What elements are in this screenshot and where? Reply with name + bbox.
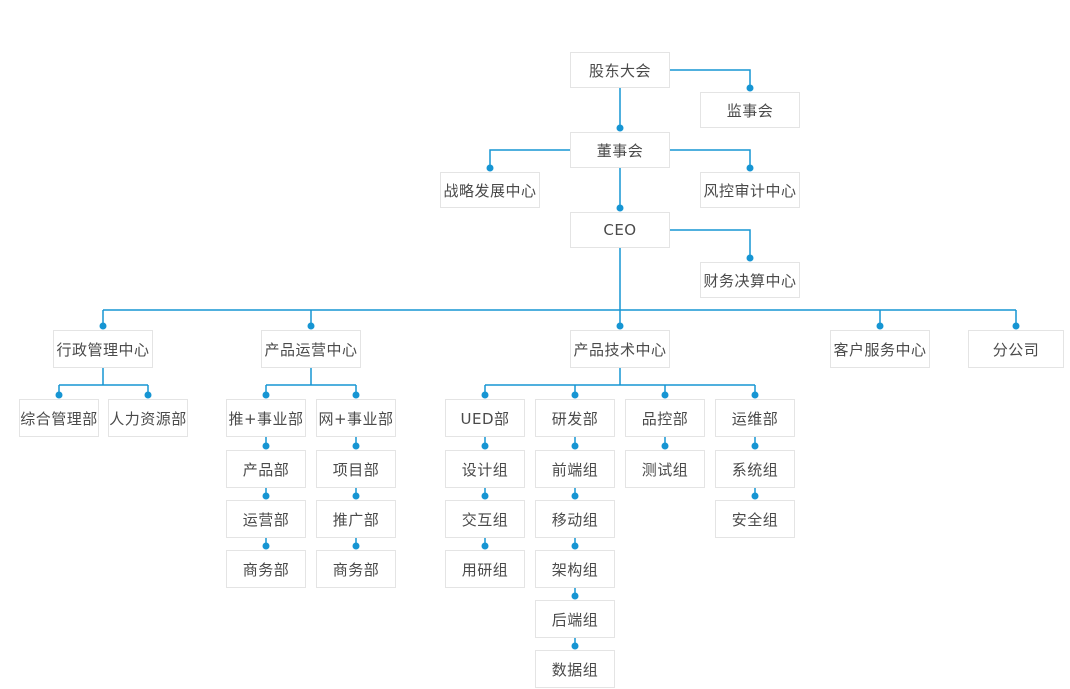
connector-dot — [481, 542, 489, 550]
connector-dot — [352, 492, 360, 500]
connector-line — [489, 149, 570, 168]
org-node-administration-center[interactable]: 行政管理中心 — [53, 330, 153, 368]
org-node-system-group[interactable]: 系统组 — [715, 450, 795, 488]
org-node-frontend-group[interactable]: 前端组 — [535, 450, 615, 488]
connector-dot — [352, 542, 360, 550]
connector-dot — [262, 492, 270, 500]
connector-dot — [751, 442, 759, 450]
org-node-promotion-dept[interactable]: 推广部 — [316, 500, 396, 538]
org-node-ued-dept[interactable]: UED部 — [445, 399, 525, 437]
connector-dot — [746, 84, 754, 92]
connector-dot — [751, 391, 759, 399]
org-node-board-of-directors[interactable]: 董事会 — [570, 132, 670, 168]
org-node-financial-settlement-center[interactable]: 财务决算中心 — [700, 262, 800, 298]
connector-dot — [262, 542, 270, 550]
org-node-mobile-group[interactable]: 移动组 — [535, 500, 615, 538]
connector-dot — [481, 492, 489, 500]
org-node-branch-company[interactable]: 分公司 — [968, 330, 1064, 368]
connector-dot — [571, 642, 579, 650]
org-node-design-group[interactable]: 设计组 — [445, 450, 525, 488]
connector-dot — [616, 322, 624, 330]
connector-dot — [352, 442, 360, 450]
connector-dot — [746, 164, 754, 172]
connector-dot — [486, 164, 494, 172]
org-node-ops-maintenance-dept[interactable]: 运维部 — [715, 399, 795, 437]
connector-dot — [876, 322, 884, 330]
org-node-product-technology-center[interactable]: 产品技术中心 — [570, 330, 670, 368]
org-node-strategy-development-center[interactable]: 战略发展中心 — [440, 172, 540, 208]
connector-dot — [481, 442, 489, 450]
connector-dot — [262, 391, 270, 399]
connector-line — [670, 229, 751, 258]
org-node-shareholders-meeting[interactable]: 股东大会 — [570, 52, 670, 88]
org-node-business-dept-left[interactable]: 商务部 — [226, 550, 306, 588]
org-node-quality-control-dept[interactable]: 品控部 — [625, 399, 705, 437]
connector-dot — [571, 542, 579, 550]
connector-dot — [55, 391, 63, 399]
org-node-wang-plus-business-dept[interactable]: 网+事业部 — [316, 399, 396, 437]
connector-dot — [661, 391, 669, 399]
connector-dot — [571, 391, 579, 399]
connector-dot — [144, 391, 152, 399]
org-node-supervisory-board[interactable]: 监事会 — [700, 92, 800, 128]
connector-dot — [307, 322, 315, 330]
connector-dot — [746, 254, 754, 262]
org-node-backend-group[interactable]: 后端组 — [535, 600, 615, 638]
connector-line — [670, 69, 751, 88]
org-node-architecture-group[interactable]: 架构组 — [535, 550, 615, 588]
org-node-business-dept-right[interactable]: 商务部 — [316, 550, 396, 588]
org-node-user-research-group[interactable]: 用研组 — [445, 550, 525, 588]
org-node-general-management-dept[interactable]: 综合管理部 — [19, 399, 99, 437]
org-node-project-dept[interactable]: 项目部 — [316, 450, 396, 488]
connector-dot — [352, 391, 360, 399]
org-node-testing-group[interactable]: 测试组 — [625, 450, 705, 488]
org-node-operation-dept[interactable]: 运营部 — [226, 500, 306, 538]
org-node-human-resources-dept[interactable]: 人力资源部 — [108, 399, 188, 437]
connector-dot — [571, 442, 579, 450]
org-node-product-dept[interactable]: 产品部 — [226, 450, 306, 488]
org-node-data-group[interactable]: 数据组 — [535, 650, 615, 688]
org-node-customer-service-center[interactable]: 客户服务中心 — [830, 330, 930, 368]
connector-dot — [99, 322, 107, 330]
connector-dot — [571, 592, 579, 600]
org-node-ceo[interactable]: CEO — [570, 212, 670, 248]
connector-dot — [1012, 322, 1020, 330]
connector-dot — [262, 442, 270, 450]
connector-dot — [661, 442, 669, 450]
connector-line — [670, 149, 751, 168]
org-node-interaction-group[interactable]: 交互组 — [445, 500, 525, 538]
org-node-product-operation-center[interactable]: 产品运营中心 — [261, 330, 361, 368]
connector-dot — [616, 124, 624, 132]
org-node-risk-control-audit-center[interactable]: 风控审计中心 — [700, 172, 800, 208]
connector-dot — [571, 492, 579, 500]
org-node-tui-plus-business-dept[interactable]: 推+事业部 — [226, 399, 306, 437]
org-node-research-dev-dept[interactable]: 研发部 — [535, 399, 615, 437]
org-node-security-group[interactable]: 安全组 — [715, 500, 795, 538]
connector-dot — [751, 492, 759, 500]
connector-dot — [616, 204, 624, 212]
connector-dot — [481, 391, 489, 399]
